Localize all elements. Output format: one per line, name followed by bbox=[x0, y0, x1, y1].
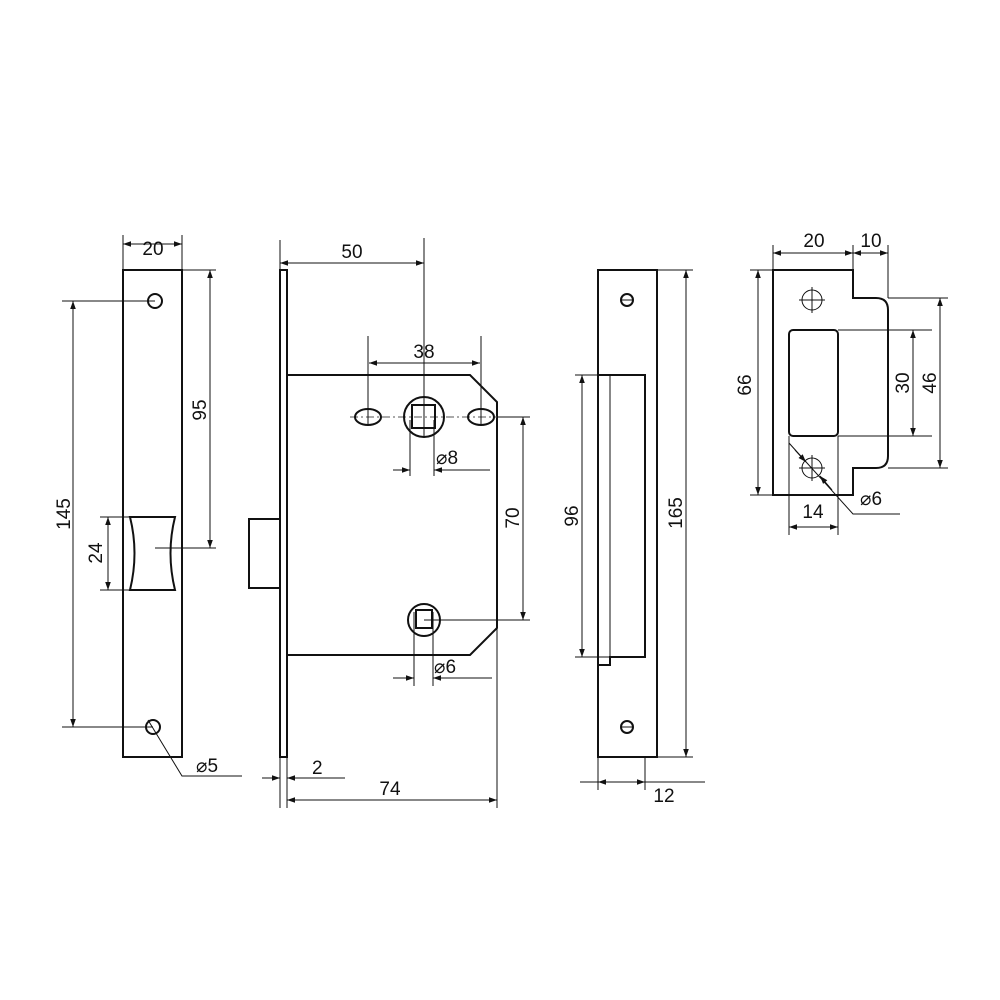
dim-latch-to-top: 95 bbox=[190, 399, 211, 420]
dim-follower-diameter: ⌀8 bbox=[436, 448, 458, 469]
strike-channel bbox=[598, 374, 646, 666]
dim-cylinder-diameter: ⌀6 bbox=[434, 657, 456, 678]
strike-side-view: 96 165 12 bbox=[562, 269, 705, 807]
strike-plate-outline bbox=[597, 269, 658, 758]
dim-slot-spacing: 38 bbox=[413, 342, 434, 363]
strike-opening bbox=[788, 329, 839, 437]
faceplate-outline bbox=[122, 269, 183, 758]
dim-strike-lip: 10 bbox=[860, 231, 881, 252]
dim-center-distance: 70 bbox=[503, 507, 524, 528]
dim-strike-hole: ⌀6 bbox=[860, 489, 882, 510]
dim-strike-front-height: 66 bbox=[735, 374, 756, 395]
strike-front-view: 20 10 66 30 46 14 ⌀6 bbox=[735, 231, 948, 535]
cylinder-square bbox=[415, 609, 433, 629]
dim-body-depth: 74 bbox=[379, 779, 401, 800]
dim-strike-depth: 12 bbox=[653, 786, 674, 807]
dim-strike-front-width: 20 bbox=[803, 231, 824, 252]
dim-strike-height: 165 bbox=[666, 497, 687, 529]
faceplate-view: 20 145 95 24 ⌀5 bbox=[54, 235, 242, 777]
dim-tongue-height: 46 bbox=[920, 372, 941, 393]
lock-faceplate-edge bbox=[279, 269, 288, 758]
dim-faceplate-hole: ⌀5 bbox=[196, 756, 218, 777]
dim-faceplate-width: 20 bbox=[142, 239, 163, 260]
dim-faceplate-thickness: 2 bbox=[312, 758, 323, 779]
dim-strike-inner-height: 96 bbox=[562, 505, 583, 526]
dim-opening-width: 14 bbox=[802, 502, 824, 523]
lock-body-view: 50 38 ⌀8 70 ⌀6 2 74 bbox=[248, 238, 530, 808]
latch-opening bbox=[128, 516, 177, 591]
strike-front-outline bbox=[772, 269, 889, 496]
dim-backset: 50 bbox=[341, 242, 362, 263]
dim-latch-height: 24 bbox=[86, 542, 107, 564]
dim-opening-height: 30 bbox=[893, 372, 914, 393]
latch-bolt bbox=[248, 518, 281, 589]
dim-faceplate-height: 145 bbox=[54, 498, 75, 530]
